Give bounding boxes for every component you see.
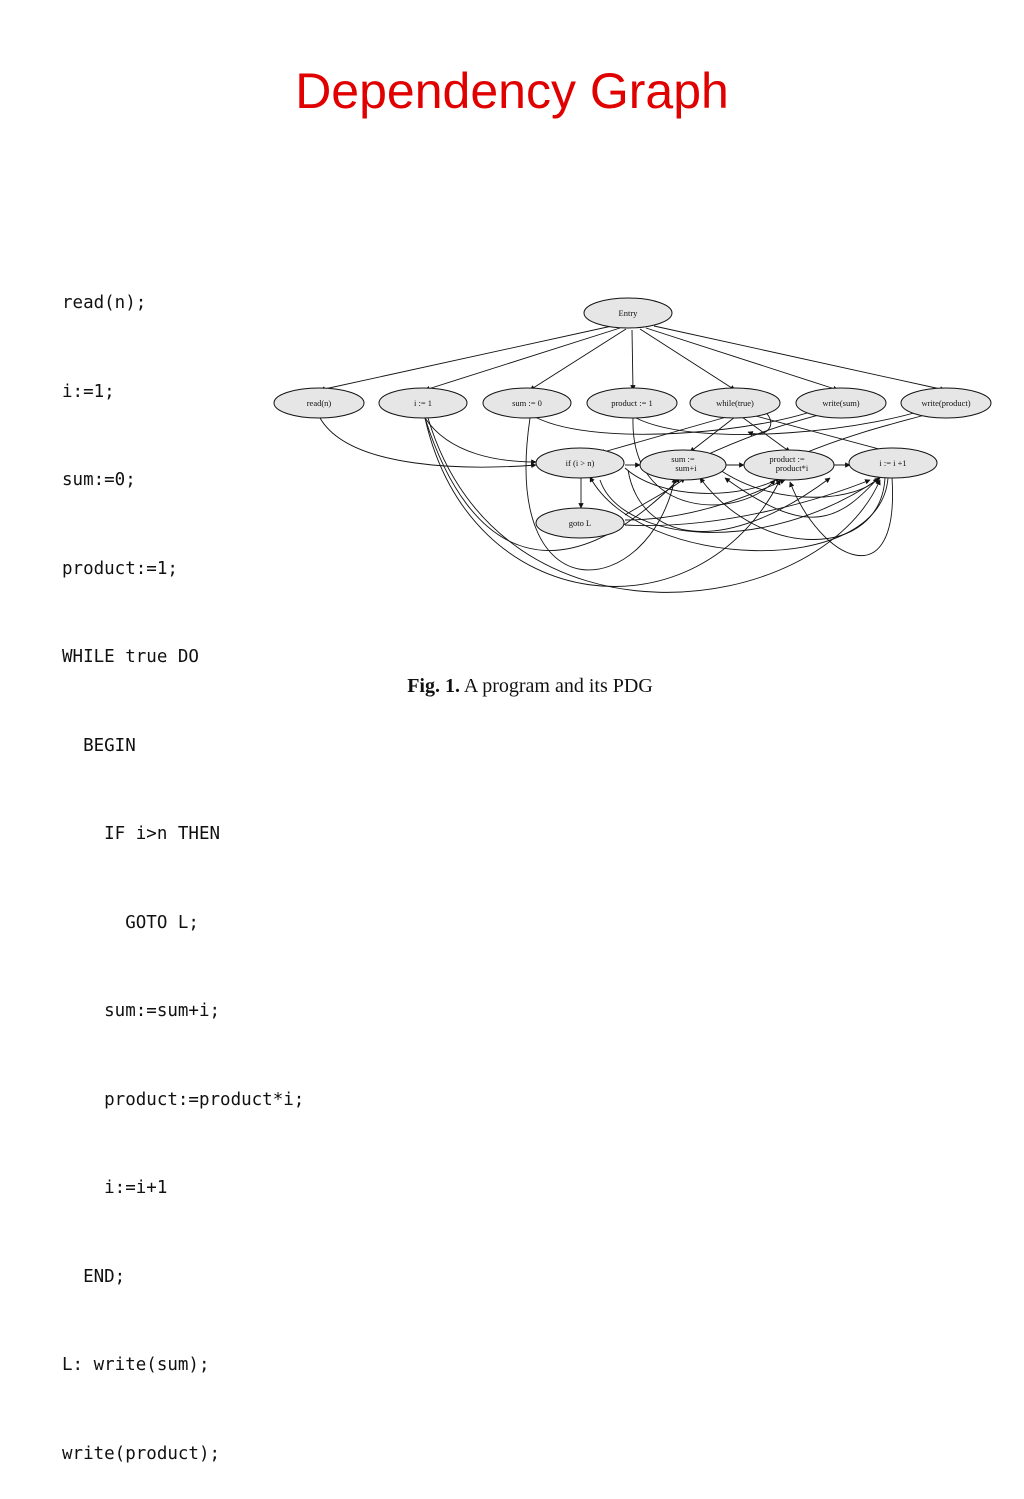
code-line: product:=product*i; (62, 1089, 305, 1110)
edge (599, 477, 881, 533)
code-line: L: write(sum); (62, 1355, 210, 1375)
edge (627, 469, 831, 532)
node-label: Entry (619, 308, 639, 318)
graph-nodes (273, 297, 992, 539)
edge (624, 479, 871, 526)
node-read-n (273, 387, 365, 419)
node-product-init (586, 387, 678, 419)
node-label: i := i +1 (879, 458, 906, 468)
code-line: WHILE true DO (62, 647, 199, 667)
edge (534, 403, 831, 435)
edge (427, 417, 881, 593)
node-labels: Entry read(n) i := 1 sum := 0 product :=… (307, 308, 971, 528)
node-i-update (848, 447, 938, 479)
node-write-product (900, 387, 992, 419)
node-sum-update (639, 449, 727, 481)
figure-caption: Fig. 1. A program and its PDG (0, 675, 1024, 698)
code-line: END; (62, 1266, 126, 1287)
edge (624, 477, 686, 516)
code-line: sum:=sum+i; (62, 1001, 221, 1021)
edge (789, 477, 893, 557)
node-label: goto L (569, 518, 591, 528)
edge (741, 416, 791, 453)
edge (319, 325, 613, 392)
edge (624, 479, 786, 521)
node-label: product := 1 (611, 398, 653, 408)
edge (639, 328, 736, 391)
node-label: read(n) (307, 398, 332, 408)
node-label: i := 1 (414, 398, 432, 408)
node-label: write(product) (921, 398, 970, 408)
code-line: GOTO L; (62, 912, 199, 933)
slide-title: Dependency Graph (295, 63, 729, 119)
node-product-update (743, 449, 835, 481)
node-label: if (i > n) (566, 458, 595, 468)
node-label: sum := (671, 454, 695, 464)
edge (424, 327, 621, 392)
edge (624, 467, 781, 494)
node-while-true (689, 387, 781, 419)
code-line: i:=1; (62, 381, 115, 402)
edge (319, 417, 537, 469)
pdg-graph: Entry read(n) i := 1 sum := 0 product :=… (273, 297, 992, 593)
edge (653, 325, 946, 392)
code-line: sum:=0; (62, 470, 136, 490)
edge (630, 329, 636, 391)
node-label: sum+i (675, 463, 697, 473)
code-line: product:=1; (62, 558, 178, 579)
node-label: product*i (776, 463, 809, 473)
node-label: sum := 0 (512, 398, 542, 408)
code-line: IF i>n THEN (62, 824, 221, 844)
node-label: while(true) (716, 398, 754, 408)
edge (635, 403, 941, 435)
caption-label: Fig. 1. (407, 675, 460, 697)
node-goto-l (535, 507, 625, 539)
edge (689, 416, 736, 453)
edge (589, 476, 889, 552)
caption-text: A program and its PDG (463, 675, 653, 697)
edge (599, 415, 731, 455)
edge (632, 417, 776, 506)
edge (724, 475, 881, 518)
node-i-init (378, 387, 468, 419)
code-line: write(product); (62, 1443, 221, 1464)
edge (699, 477, 886, 540)
edge (529, 328, 627, 391)
edge (525, 417, 677, 571)
edge (424, 417, 781, 587)
node-write-sum (795, 387, 887, 419)
node-if-cond (535, 447, 625, 479)
code-line: BEGIN (62, 735, 136, 756)
edge (645, 327, 839, 392)
node-sum-init (482, 387, 572, 419)
code-line: i:=i+1 (62, 1178, 168, 1198)
node-label: write(sum) (822, 398, 859, 408)
code-line: read(n); (62, 293, 147, 313)
node-entry (583, 297, 673, 329)
edge (424, 417, 537, 465)
edge (424, 417, 681, 551)
node-label: product := (769, 454, 804, 464)
